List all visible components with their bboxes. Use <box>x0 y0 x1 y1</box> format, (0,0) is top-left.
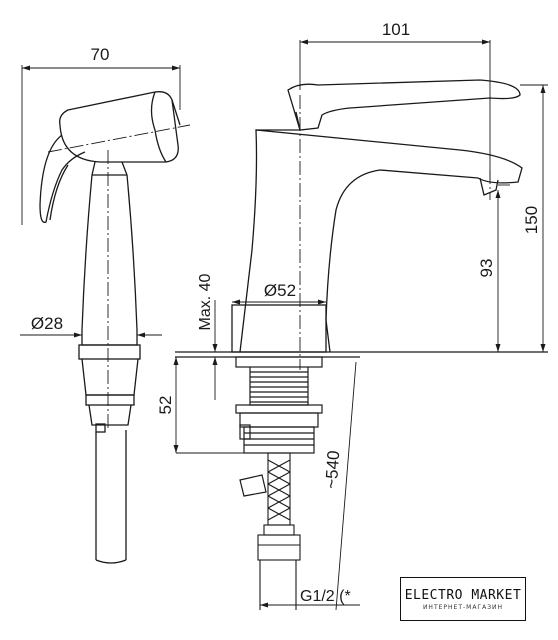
dimension-arrows <box>22 39 546 608</box>
watermark-badge: ELECTRO MARKET ИНТЕРНЕТ-МАГАЗИН <box>400 577 526 621</box>
dim-spout-height: 93 <box>477 259 496 278</box>
dim-shank-length: 52 <box>156 396 175 415</box>
dim-faucet-height: 150 <box>522 206 541 234</box>
faucet-base <box>231 304 327 353</box>
dim-handle-diameter: Ø28 <box>31 314 63 333</box>
watermark-subtitle: ИНТЕРНЕТ-МАГАЗИН <box>422 604 504 611</box>
dim-base-diameter: Ø52 <box>264 281 296 300</box>
dimension-lines <box>20 40 548 611</box>
watermark-title: ELECTRO MARKET <box>404 588 522 603</box>
dim-connection-thread: G1/2 (* <box>300 588 351 605</box>
deck-lines <box>175 351 548 358</box>
shower-handset <box>39 91 181 564</box>
dim-faucet-reach: 101 <box>382 20 410 39</box>
centerlines <box>47 95 491 430</box>
faucet-body <box>239 79 523 353</box>
mounting-shank <box>235 356 323 497</box>
braided-hose <box>257 452 301 610</box>
dim-max-deck-thickness: Max. 40 <box>197 273 214 330</box>
dim-hose-length: ~540 <box>322 450 344 490</box>
dim-sprayer-width: 70 <box>91 45 110 64</box>
